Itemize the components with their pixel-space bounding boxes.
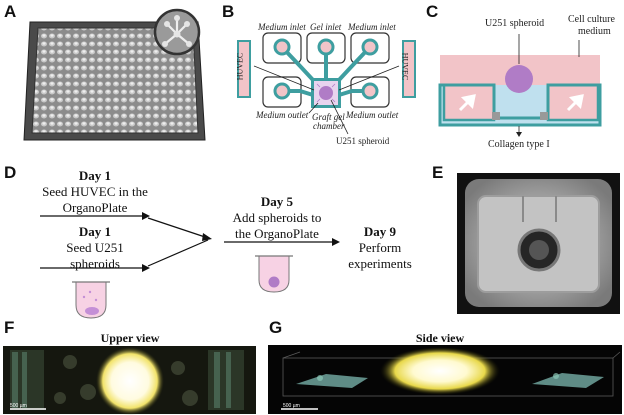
panel-label-g: G xyxy=(269,318,283,337)
panel-label-f: F xyxy=(4,318,15,337)
label-gel-inlet: Gel inlet xyxy=(310,22,342,32)
label-graft-gel-2: chamber xyxy=(313,121,345,131)
day1b-line1: Seed U251 xyxy=(66,240,124,255)
panel-label-b: B xyxy=(222,2,235,21)
panel-label-c: C xyxy=(426,2,439,21)
label-medium-outlet-right: Medium outlet xyxy=(346,110,399,120)
side-view-scale-label: 500 µm xyxy=(283,403,300,409)
day5-line1: Add spheroids to xyxy=(232,210,322,225)
upper-view-title: Upper view xyxy=(100,331,160,345)
side-view-title: Side view xyxy=(415,331,465,345)
panel-label-d: D xyxy=(4,163,17,182)
upper-view-scale-label: 500 µm xyxy=(10,403,27,409)
label-u251-spheroid-b: U251 spheroid xyxy=(336,136,390,146)
panel-label-e: E xyxy=(432,163,444,182)
label-cell-culture-2: medium xyxy=(578,26,611,37)
day1a-line1: Seed HUVEC in the xyxy=(42,184,148,199)
label-graft-gel-1: Graft gel xyxy=(312,112,345,122)
panel-label-a: A xyxy=(4,2,17,21)
label-medium-inlet-left: Medium inlet xyxy=(258,22,306,32)
day1b-line2: spheroids xyxy=(70,256,120,271)
day1a-line2: OrganoPlate xyxy=(62,200,128,215)
day9-line1: Perform xyxy=(358,240,402,255)
day1b-title: Day 1 xyxy=(78,224,112,239)
day1a-title: Day 1 xyxy=(78,168,112,183)
label-medium-inlet-right: Medium inlet xyxy=(348,22,396,32)
label-cell-culture-1: Cell culture xyxy=(568,14,615,25)
day5-line2: the OrganoPlate xyxy=(235,226,319,241)
day9-title: Day 9 xyxy=(363,224,397,239)
day9-line2: experiments xyxy=(348,256,412,271)
label-collagen: Collagen type I xyxy=(488,139,550,150)
label-u251-spheroid-c: U251 spheroid xyxy=(485,18,545,29)
day5-title: Day 5 xyxy=(260,194,294,209)
label-medium-outlet-left: Medium outlet xyxy=(256,110,309,120)
